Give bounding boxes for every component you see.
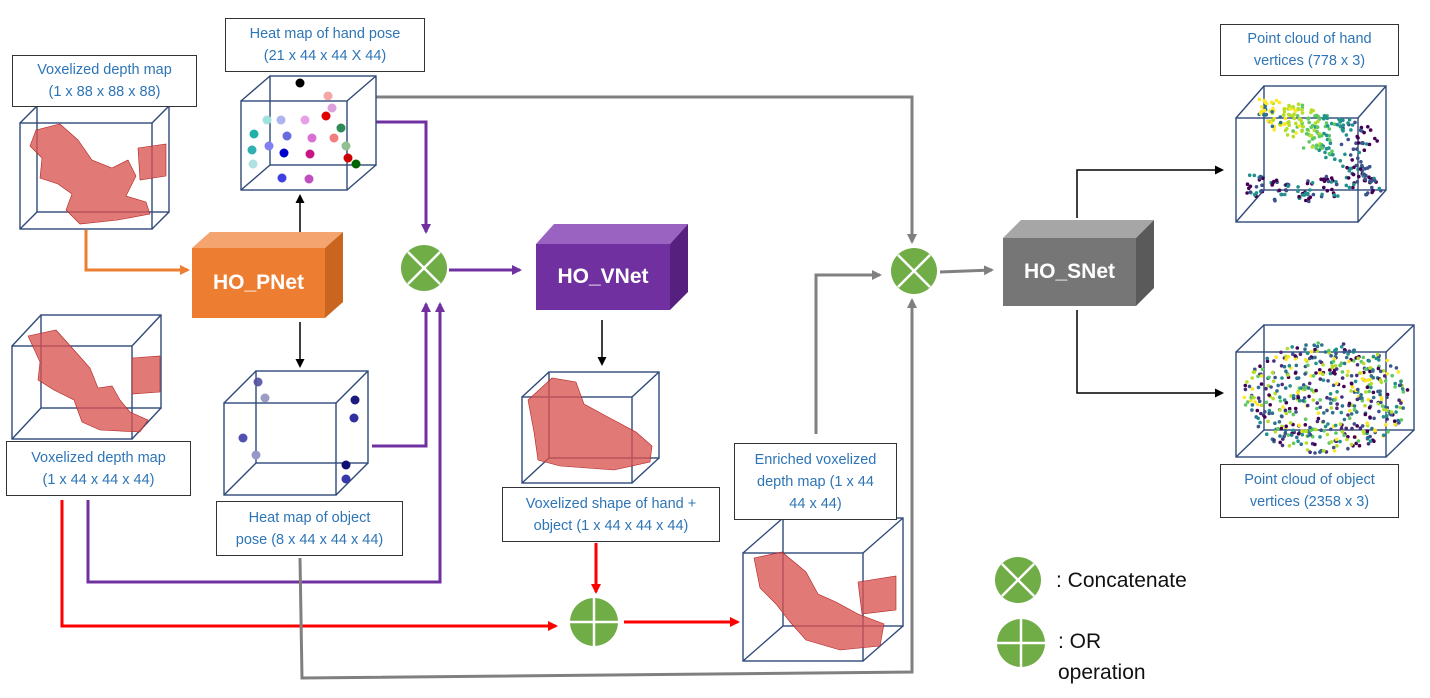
hand-pointcloud-cube — [1235, 85, 1387, 223]
vnet-label: HO_VNet — [557, 265, 649, 288]
enriched-label-line1: Enriched voxelized — [754, 451, 877, 468]
arrow-enriched-to-concat2 — [814, 270, 882, 434]
enriched-side-shape — [857, 575, 897, 615]
arrow-object-heatmap-to-concat1 — [372, 302, 431, 448]
arrows — [60, 95, 1224, 680]
object-heatmap-label: Heat map of object pose (8 x 44 x 44 x 4… — [216, 501, 403, 556]
arrow-voxel44-to-concat1 — [86, 302, 445, 584]
arrow-hand-heatmap-to-concat2 — [376, 95, 917, 244]
concat-operator-1 — [401, 245, 447, 291]
arrow-object-heatmap-to-concat2 — [298, 298, 917, 680]
voxel-shape-label-line1: Voxelized shape of hand + — [525, 495, 697, 512]
object-heatmap-cube — [223, 370, 369, 496]
legend-or-line2: operation — [1058, 661, 1146, 684]
snet-block: HO_SNet — [1003, 238, 1136, 306]
object-pointcloud-cube — [1235, 324, 1415, 458]
arrow-hand-heatmap-to-concat1 — [376, 120, 431, 234]
voxel44-label-line2: (1 x 44 x 44 x 44) — [42, 471, 155, 488]
hand-heatmap-label: Heat map of hand pose (21 x 44 x 44 X 44… — [225, 18, 425, 72]
arrow-voxel44-to-or — [60, 500, 558, 631]
hand-heatmap-label-line1: Heat map of hand pose — [249, 26, 401, 42]
pnet-block-faces — [192, 232, 343, 318]
object-pointcloud-label-line1: Point cloud of object — [1244, 472, 1375, 488]
hand-pointcloud-label-line2: vertices (778 x 3) — [1253, 53, 1366, 69]
voxel44-side-shape — [131, 355, 161, 395]
snet-block-faces — [1003, 220, 1154, 306]
voxel-shape-label-line2: object (1 x 44 x 44 x 44) — [533, 517, 689, 534]
pnet-block: HO_PNet — [192, 248, 325, 318]
pnet-label: HO_PNet — [212, 271, 305, 294]
enriched-label-line3: 44 x 44) — [789, 495, 842, 512]
arrow-voxel88-to-pnet — [84, 230, 190, 275]
legend-concat-icon — [995, 557, 1041, 603]
hand-heatmap-cube — [240, 75, 377, 191]
enriched-label-line2: depth map (1 x 44 — [757, 473, 874, 490]
enriched-shape — [753, 551, 885, 651]
voxel44-shape — [27, 329, 149, 433]
hand-heatmap-label-line2: (21 x 44 x 44 X 44) — [263, 48, 387, 64]
voxel88-label-line1: Voxelized depth map — [37, 62, 172, 78]
concat-operator-2 — [891, 248, 937, 294]
snet-label: HO_SNet — [1023, 260, 1116, 283]
voxel44-label: Voxelized depth map (1 x 44 x 44 x 44) — [6, 441, 191, 496]
arrow-snet-to-object-pointcloud — [1076, 310, 1224, 398]
object-heatmap-label-line2: pose (8 x 44 x 44 x 44) — [235, 531, 384, 548]
object-pointcloud-label: Point cloud of object vertices (2358 x 3… — [1220, 464, 1399, 518]
legend-or-icon — [997, 619, 1045, 667]
voxel44-label-line1: Voxelized depth map — [31, 449, 166, 466]
legend-concat-text: : Concatenate — [1056, 569, 1187, 592]
object-heatmap-dots — [238, 377, 360, 484]
voxel88-side-shape — [137, 143, 167, 181]
legend-or-line1: : OR — [1058, 630, 1102, 653]
object-heatmap-label-line1: Heat map of object — [248, 509, 371, 526]
object-pointcloud-label-line2: vertices (2358 x 3) — [1249, 494, 1370, 510]
cubes — [11, 75, 1415, 662]
vnet-block: HO_VNet — [536, 244, 670, 310]
voxel-shape-label: Voxelized shape of hand + object (1 x 44… — [502, 487, 720, 542]
hand-heatmap-dots — [247, 78, 361, 184]
voxel88-shape — [29, 123, 151, 225]
arrow-concat2-to-snet — [939, 265, 994, 276]
or-operator — [570, 598, 618, 646]
hand-pointcloud-label-line1: Point cloud of hand — [1247, 31, 1372, 47]
object-pointcloud-points — [1242, 341, 1410, 455]
arrow-snet-to-hand-pointcloud — [1076, 165, 1224, 218]
voxel-shape-blob — [527, 377, 653, 471]
enriched-label: Enriched voxelized depth map (1 x 44 44 … — [734, 443, 897, 520]
voxel88-label: Voxelized depth map (1 x 88 x 88 x 88) — [12, 55, 197, 107]
voxel-shapes — [27, 123, 897, 651]
legend-or-text: : OR operation — [1058, 626, 1146, 688]
voxel88-label-line2: (1 x 88 x 88 x 88) — [48, 84, 161, 100]
hand-pointcloud-points — [1245, 97, 1383, 204]
hand-pointcloud-label: Point cloud of hand vertices (778 x 3) — [1220, 24, 1399, 76]
vnet-block-faces — [536, 224, 688, 310]
